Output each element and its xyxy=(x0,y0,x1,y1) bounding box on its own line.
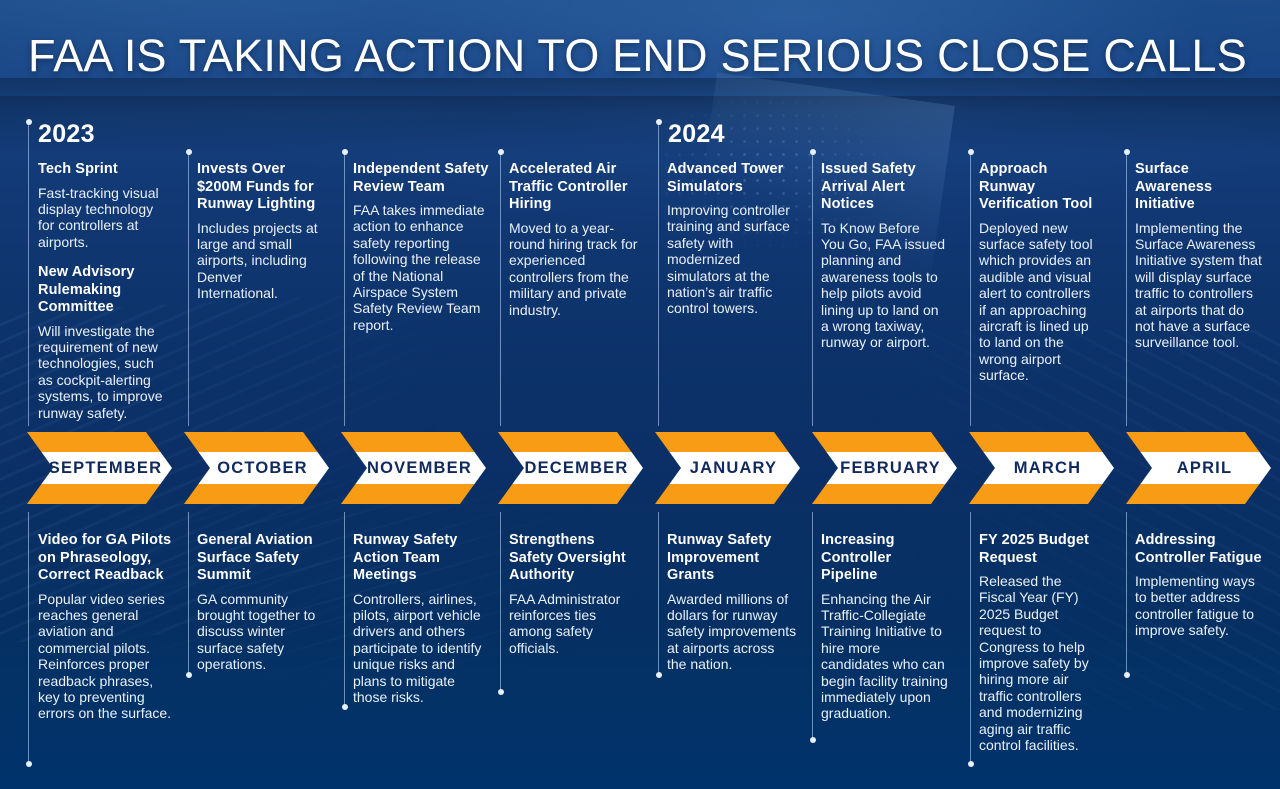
timeline-connector-top-2 xyxy=(185,149,192,426)
timeline-connector-bottom-6 xyxy=(809,512,816,743)
event-heading: Increasing Controller Pipeline xyxy=(821,532,895,583)
event-card-bottom-2: General Aviation Surface Safety Summit G… xyxy=(197,532,325,673)
event-heading: FY 2025 Budget Request xyxy=(979,532,1089,566)
event-heading: General Aviation Surface Safety Summit xyxy=(197,532,313,583)
timeline-connector-top-4 xyxy=(497,149,504,426)
timeline-connector-top-7 xyxy=(967,149,974,426)
event-card-bottom-6: Increasing Controller Pipeline Enhancing… xyxy=(821,532,949,722)
event-body: To Know Before You Go, FAA issued planni… xyxy=(821,219,946,351)
event-card-bottom-3: Runway Safety Action Team Meetings Contr… xyxy=(353,532,489,705)
event-card-top-4: Accelerated Air Traffic Controller Hirin… xyxy=(509,161,641,318)
event-card-bottom-8: Addressing Controller Fatigue Implementi… xyxy=(1135,532,1263,639)
month-banner-september[interactable]: SEPTEMBER xyxy=(27,432,172,504)
month-label: FEBRUARY xyxy=(840,458,941,477)
event-body: Controllers, airlines, pilots, airport v… xyxy=(353,590,482,705)
month-label: MARCH xyxy=(1013,458,1082,477)
event-heading: Surface Awareness Initiative xyxy=(1135,161,1213,212)
horizon-texture xyxy=(0,96,1280,156)
event-heading: Addressing Controller Fatigue xyxy=(1135,532,1262,566)
month-label: DECEMBER xyxy=(524,458,629,477)
event-card-top-2: Invests Over $200M Funds for Runway Ligh… xyxy=(197,161,323,302)
event-body: Improving controller training and surfac… xyxy=(667,202,790,317)
timeline-connector-top-3 xyxy=(341,149,348,426)
timeline-connector-bottom-4 xyxy=(497,512,504,695)
month-label: SEPTEMBER xyxy=(48,458,163,477)
event-card-top-5: Advanced Tower Simulators Improving cont… xyxy=(667,161,797,317)
event-body: Deployed new surface safety tool which p… xyxy=(979,219,1093,384)
event-body: FAA Administrator reinforces ties among … xyxy=(509,590,621,656)
year-label-2023: 2023 xyxy=(38,120,95,148)
event-heading: Approach Runway Verification Tool xyxy=(979,161,1093,212)
timeline-connector-bottom-5 xyxy=(655,512,662,678)
event-heading: Independent Safety Review Team xyxy=(353,161,489,195)
event-body: FAA takes immediate action to enhance sa… xyxy=(353,202,485,333)
event-heading: Accelerated Air Traffic Controller Hirin… xyxy=(509,161,628,212)
month-banner-december[interactable]: DECEMBER xyxy=(498,432,643,504)
event-card-top-3: Independent Safety Review Team FAA takes… xyxy=(353,161,491,333)
event-card-top-8: Surface Awareness Initiative Implementin… xyxy=(1135,161,1263,351)
timeline-connector-top-1 xyxy=(25,119,32,426)
page-title: FAA IS TAKING ACTION TO END SERIOUS CLOS… xyxy=(28,30,1247,81)
month-banner-january[interactable]: JANUARY xyxy=(655,432,800,504)
event-body: Enhancing the Air Traffic-Collegiate Tra… xyxy=(821,590,948,722)
timeline-connector-bottom-2 xyxy=(185,512,192,678)
event-body: Fast-tracking visual display technology … xyxy=(38,184,159,250)
event-card-bottom-7: FY 2025 Budget Request Released the Fisc… xyxy=(979,532,1101,753)
month-banner-october[interactable]: OCTOBER xyxy=(184,432,329,504)
event-heading: Tech Sprint xyxy=(38,161,118,177)
event-card-bottom-5: Runway Safety Improvement Grants Awarded… xyxy=(667,532,797,673)
event-body: Popular video series reaches general avi… xyxy=(38,590,172,722)
timeline-connector-bottom-3 xyxy=(341,512,348,710)
month-banner-february[interactable]: FEBRUARY xyxy=(812,432,957,504)
event-card-top-1: Tech Sprint Fast-tracking visual display… xyxy=(38,161,170,421)
event-card-bottom-4: Strengthens Safety Oversight Authority F… xyxy=(509,532,639,656)
event-heading: Issued Safety Arrival Alert Notices xyxy=(821,161,916,212)
timeline-connector-bottom-1 xyxy=(25,512,32,767)
event-card-top-6: Issued Safety Arrival Alert Notices To K… xyxy=(821,161,947,351)
timeline-connector-top-6 xyxy=(809,149,816,426)
event-heading: Runway Safety Improvement Grants xyxy=(667,532,772,583)
month-banner-april[interactable]: APRIL xyxy=(1126,432,1271,504)
event-body: Includes projects at large and small air… xyxy=(197,219,318,302)
month-label: JANUARY xyxy=(689,458,778,477)
month-banner-march[interactable]: MARCH xyxy=(969,432,1114,504)
event-heading: Invests Over $200M Funds for Runway Ligh… xyxy=(197,161,316,212)
event-card-bottom-1: Video for GA Pilots on Phraseology, Corr… xyxy=(38,532,174,722)
month-banner-november[interactable]: NOVEMBER xyxy=(341,432,486,504)
month-label: OCTOBER xyxy=(217,458,308,477)
event-body: Implementing the Surface Awareness Initi… xyxy=(1135,219,1262,351)
year-label-2024: 2024 xyxy=(668,120,725,148)
event-card-top-7: Approach Runway Verification Tool Deploy… xyxy=(979,161,1101,384)
event-body: Released the Fiscal Year (FY) 2025 Budge… xyxy=(979,573,1089,754)
timeline-connector-top-5 xyxy=(655,119,662,426)
event-body: Moved to a year-round hiring track for e… xyxy=(509,219,638,318)
month-label: NOVEMBER xyxy=(367,458,472,477)
event-heading-secondary: New Advisory Rulemaking Committee xyxy=(38,264,135,316)
event-heading: Strengthens Safety Oversight Authority xyxy=(509,532,626,583)
timeline-connector-bottom-7 xyxy=(967,512,974,767)
timeline-connector-bottom-8 xyxy=(1123,512,1130,678)
month-label: APRIL xyxy=(1176,458,1233,477)
event-heading: Advanced Tower Simulators xyxy=(667,161,784,195)
event-heading: Runway Safety Action Team Meetings xyxy=(353,532,458,583)
event-body: GA community brought together to discuss… xyxy=(197,590,316,673)
timeline-connector-top-8 xyxy=(1123,149,1130,426)
event-body-secondary: Will investigate the requirement of new … xyxy=(38,322,163,421)
event-heading: Video for GA Pilots on Phraseology, Corr… xyxy=(38,532,172,583)
event-body: Awarded millions of dollars for runway s… xyxy=(667,590,797,673)
event-body: Implementing ways to better address cont… xyxy=(1135,573,1255,639)
